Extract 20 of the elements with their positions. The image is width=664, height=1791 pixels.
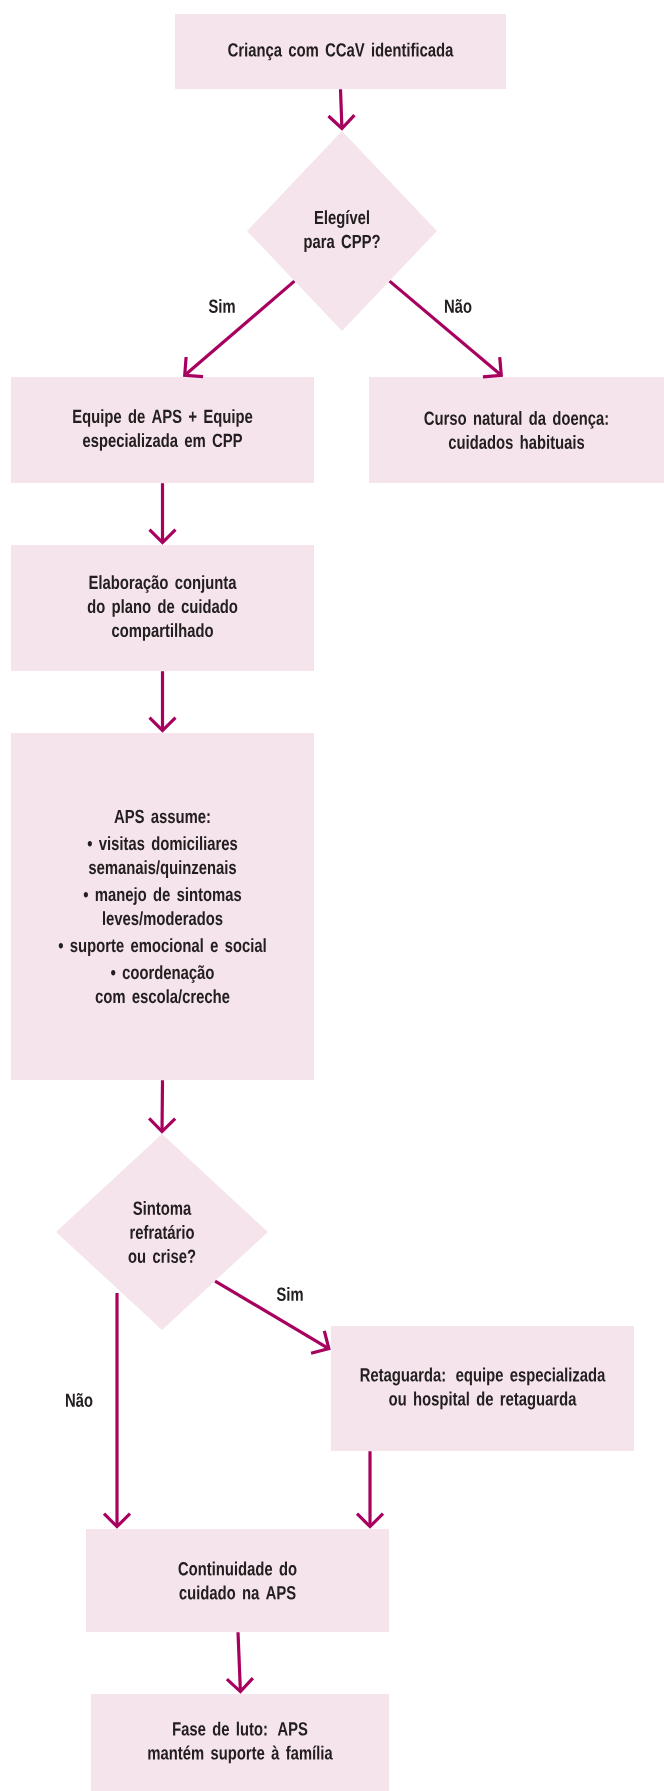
process-box: Elaboração conjunta do plano de cuidado compartilhado [11, 545, 314, 671]
edge-label: Sim [275, 1286, 305, 1302]
process-box: APS assume: • visitas domiciliares semanais/quinzenais • manejo de sintomas leves/moderados • suporte emocional e social • coordenação com escola/creche [11, 733, 314, 1080]
process-box: Curso natural da doença: cuidados habituais [369, 377, 664, 483]
arrow [148, 483, 177, 545]
arrow [388, 279, 503, 379]
process-box: Retaguarda: equipe especializada ou hospital de retaguarda [331, 1326, 634, 1451]
process-box: Fase de luto: APS mantém suporte à família [91, 1694, 389, 1791]
process-box: Criança com CCaV identificada [175, 14, 506, 89]
edge-label: Não [64, 1392, 94, 1408]
edge-label: Sim [207, 298, 237, 314]
edge-label: Não [443, 298, 473, 314]
arrow [225, 1632, 255, 1694]
arrow [214, 1279, 331, 1355]
arrow [102, 1293, 132, 1529]
arrow [183, 279, 296, 379]
arrow [148, 671, 177, 733]
process-box: Continuidade do cuidado na APS [86, 1529, 389, 1632]
arrow [355, 1451, 385, 1529]
process-box: Equipe de APS + Equipe especializada em CPP [11, 377, 314, 483]
